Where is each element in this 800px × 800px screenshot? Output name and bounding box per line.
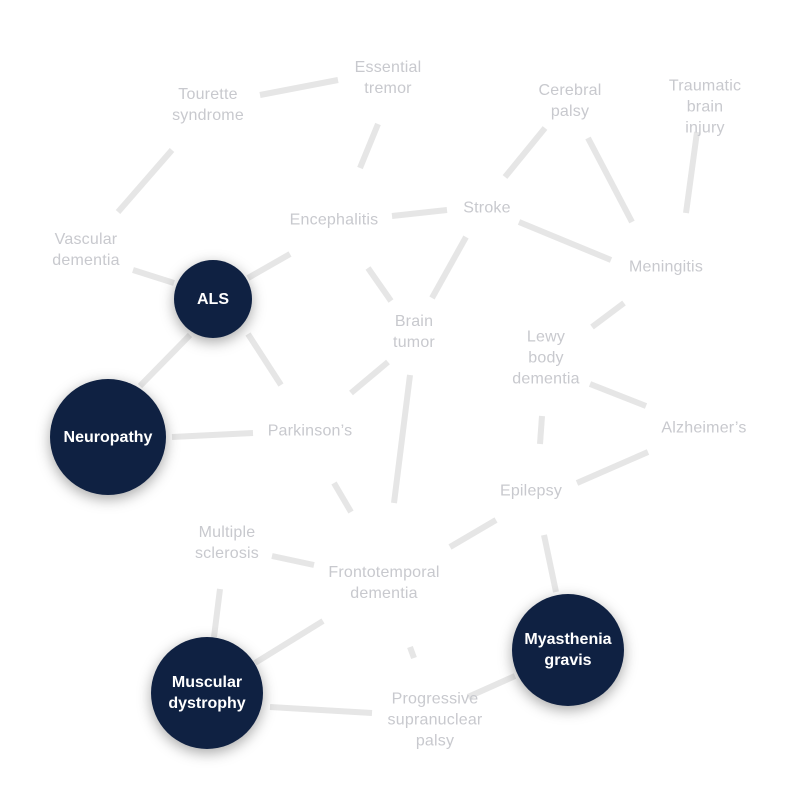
node-parkinsons-line-1: Parkinson’s [267, 422, 353, 440]
edge-27 [253, 618, 325, 666]
node-epilepsy-line-1: Epilepsy [499, 482, 563, 500]
node-cerebral-palsy: Cerebral palsy [539, 80, 602, 122]
node-stroke-line-1: Stroke [463, 199, 511, 217]
node-neuropathy-label: Neuropathy [64, 427, 153, 448]
node-meningitis: Meningitis [629, 257, 703, 278]
node-multiple-sclerosis-line-2: sclerosis [194, 545, 260, 562]
edge-13 [137, 332, 193, 389]
node-frontotemporal-dementia-line-1: Frontotemporal [328, 564, 440, 581]
node-muscular-dystrophy-label: Muscular dystrophy [168, 672, 245, 714]
edge-9 [429, 235, 469, 300]
edge-21 [575, 449, 650, 486]
edge-3 [115, 148, 175, 214]
node-tourette-syndrome: Tourette syndrome [172, 84, 244, 126]
edges [115, 77, 700, 716]
node-cerebral-palsy-line-1: Cerebral [538, 82, 602, 99]
node-cerebral-palsy-line-2: palsy [550, 103, 590, 120]
node-essential-tremor-line-2: tremor [364, 80, 412, 97]
node-parkinsons: Parkinson’s [268, 421, 353, 442]
edge-30 [466, 673, 517, 700]
edge-28 [407, 645, 417, 660]
edge-18 [590, 300, 626, 330]
edge-2 [357, 122, 381, 170]
node-brain-tumor-line-1: Brain [394, 313, 434, 330]
node-tourette-syndrome-line-1: Tourette [178, 86, 238, 103]
node-neuropathy-label-line-1: Neuropathy [63, 428, 153, 446]
edge-1 [259, 77, 339, 98]
node-myasthenia-gravis-label-line-1: Myasthenia [524, 631, 612, 648]
node-tourette-syndrome-line-2: syndrome [172, 107, 244, 124]
node-progressive-supranuclear-palsy: Progressive supranuclear palsy [388, 689, 483, 752]
node-brain-tumor: Brain tumor [393, 311, 435, 353]
node-essential-tremor-line-1: Essential [354, 59, 422, 76]
edge-5 [585, 136, 635, 224]
edge-6 [683, 131, 700, 214]
node-frontotemporal-dementia: Frontotemporal dementia [328, 562, 439, 604]
edge-20 [537, 415, 545, 445]
node-muscular-dystrophy-label-line-1: Muscular [171, 674, 243, 691]
edge-16 [349, 359, 390, 396]
edge-12 [132, 267, 175, 286]
edge-7 [391, 207, 448, 219]
edge-11 [246, 251, 292, 281]
node-multiple-sclerosis: Multiple sclerosis [195, 522, 259, 564]
edge-24 [541, 534, 559, 593]
node-als-label: ALS [197, 289, 229, 310]
edge-23 [448, 517, 498, 550]
node-neuropathy[interactable]: Neuropathy [50, 379, 166, 495]
node-alzheimers: Alzheimer’s [661, 418, 746, 439]
edge-14 [245, 332, 284, 387]
node-traumatic-brain-injury-line-3: injury [685, 119, 725, 137]
node-myasthenia-gravis-label-line-2: gravis [544, 652, 592, 669]
node-stroke: Stroke [463, 198, 510, 219]
edge-10 [365, 266, 394, 303]
node-encephalitis: Encephalitis [290, 210, 379, 231]
node-multiple-sclerosis-line-1: Multiple [198, 524, 256, 541]
node-muscular-dystrophy-label-line-2: dystrophy [168, 695, 246, 712]
node-alzheimers-line-1: Alzheimer’s [661, 419, 747, 437]
node-meningitis-line-1: Meningitis [628, 258, 704, 276]
edge-8 [517, 219, 613, 263]
node-encephalitis-line-1: Encephalitis [289, 211, 379, 229]
node-vascular-dementia-line-2: dementia [52, 252, 120, 269]
edge-4 [502, 126, 548, 179]
edge-19 [588, 381, 648, 409]
node-lewy-body-dementia-line-1: Lewy [526, 328, 566, 346]
edge-25 [271, 553, 315, 568]
node-lewy-body-dementia: Lewy body dementia [512, 327, 579, 390]
node-myasthenia-gravis[interactable]: Myasthenia gravis [512, 594, 624, 706]
node-lewy-body-dementia-line-3: dementia [512, 370, 580, 388]
edge-29 [269, 704, 373, 716]
node-brain-tumor-line-2: tumor [393, 334, 435, 351]
node-als-label-line-1: ALS [197, 290, 229, 308]
edge-17 [391, 374, 413, 504]
node-lewy-body-dementia-line-2: body [528, 349, 564, 367]
node-vascular-dementia: Vascular dementia [52, 229, 119, 271]
edge-22 [331, 481, 354, 514]
node-traumatic-brain-injury: Traumatic brain injury [669, 76, 741, 139]
node-epilepsy: Epilepsy [500, 481, 562, 502]
node-frontotemporal-dementia-line-2: dementia [350, 585, 418, 602]
node-vascular-dementia-line-1: Vascular [54, 231, 118, 248]
node-progressive-supranuclear-palsy-line-2: supranuclear [387, 711, 483, 729]
edge-15 [171, 430, 254, 440]
node-essential-tremor: Essential tremor [355, 57, 422, 99]
node-progressive-supranuclear-palsy-line-3: palsy [415, 732, 455, 750]
node-muscular-dystrophy[interactable]: Muscular dystrophy [151, 637, 263, 749]
node-progressive-supranuclear-palsy-line-1: Progressive [391, 690, 479, 708]
node-myasthenia-gravis-label: Myasthenia gravis [524, 629, 611, 671]
node-als[interactable]: ALS [174, 260, 252, 338]
node-traumatic-brain-injury-line-1: Traumatic [668, 77, 742, 95]
edge-26 [211, 588, 223, 638]
node-traumatic-brain-injury-line-2: brain [686, 98, 724, 116]
